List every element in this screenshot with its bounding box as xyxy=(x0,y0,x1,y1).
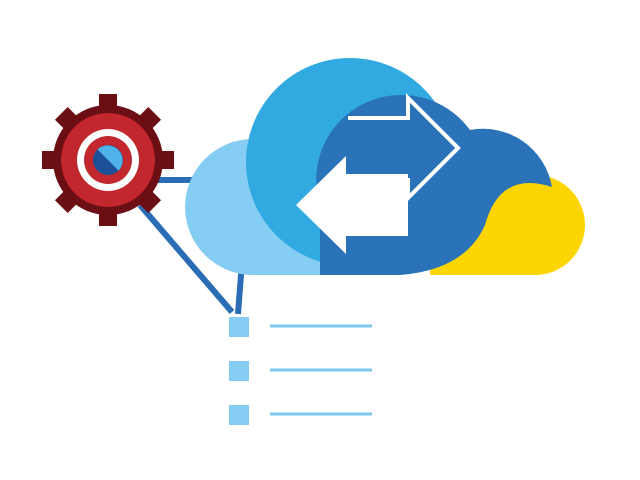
gear-icon xyxy=(42,94,174,226)
list-item xyxy=(229,361,372,381)
list-bullet xyxy=(229,405,249,425)
list-item xyxy=(229,317,372,337)
gear-center-highlight xyxy=(97,145,123,171)
cloud-icon xyxy=(185,58,585,275)
list-icon xyxy=(229,317,372,425)
list-bullet xyxy=(229,317,249,337)
sync-arrows xyxy=(296,93,461,254)
list-item xyxy=(229,405,372,425)
arrow-left-icon xyxy=(296,156,408,254)
list-bullet xyxy=(229,361,249,381)
connector-gear-list xyxy=(137,203,235,314)
